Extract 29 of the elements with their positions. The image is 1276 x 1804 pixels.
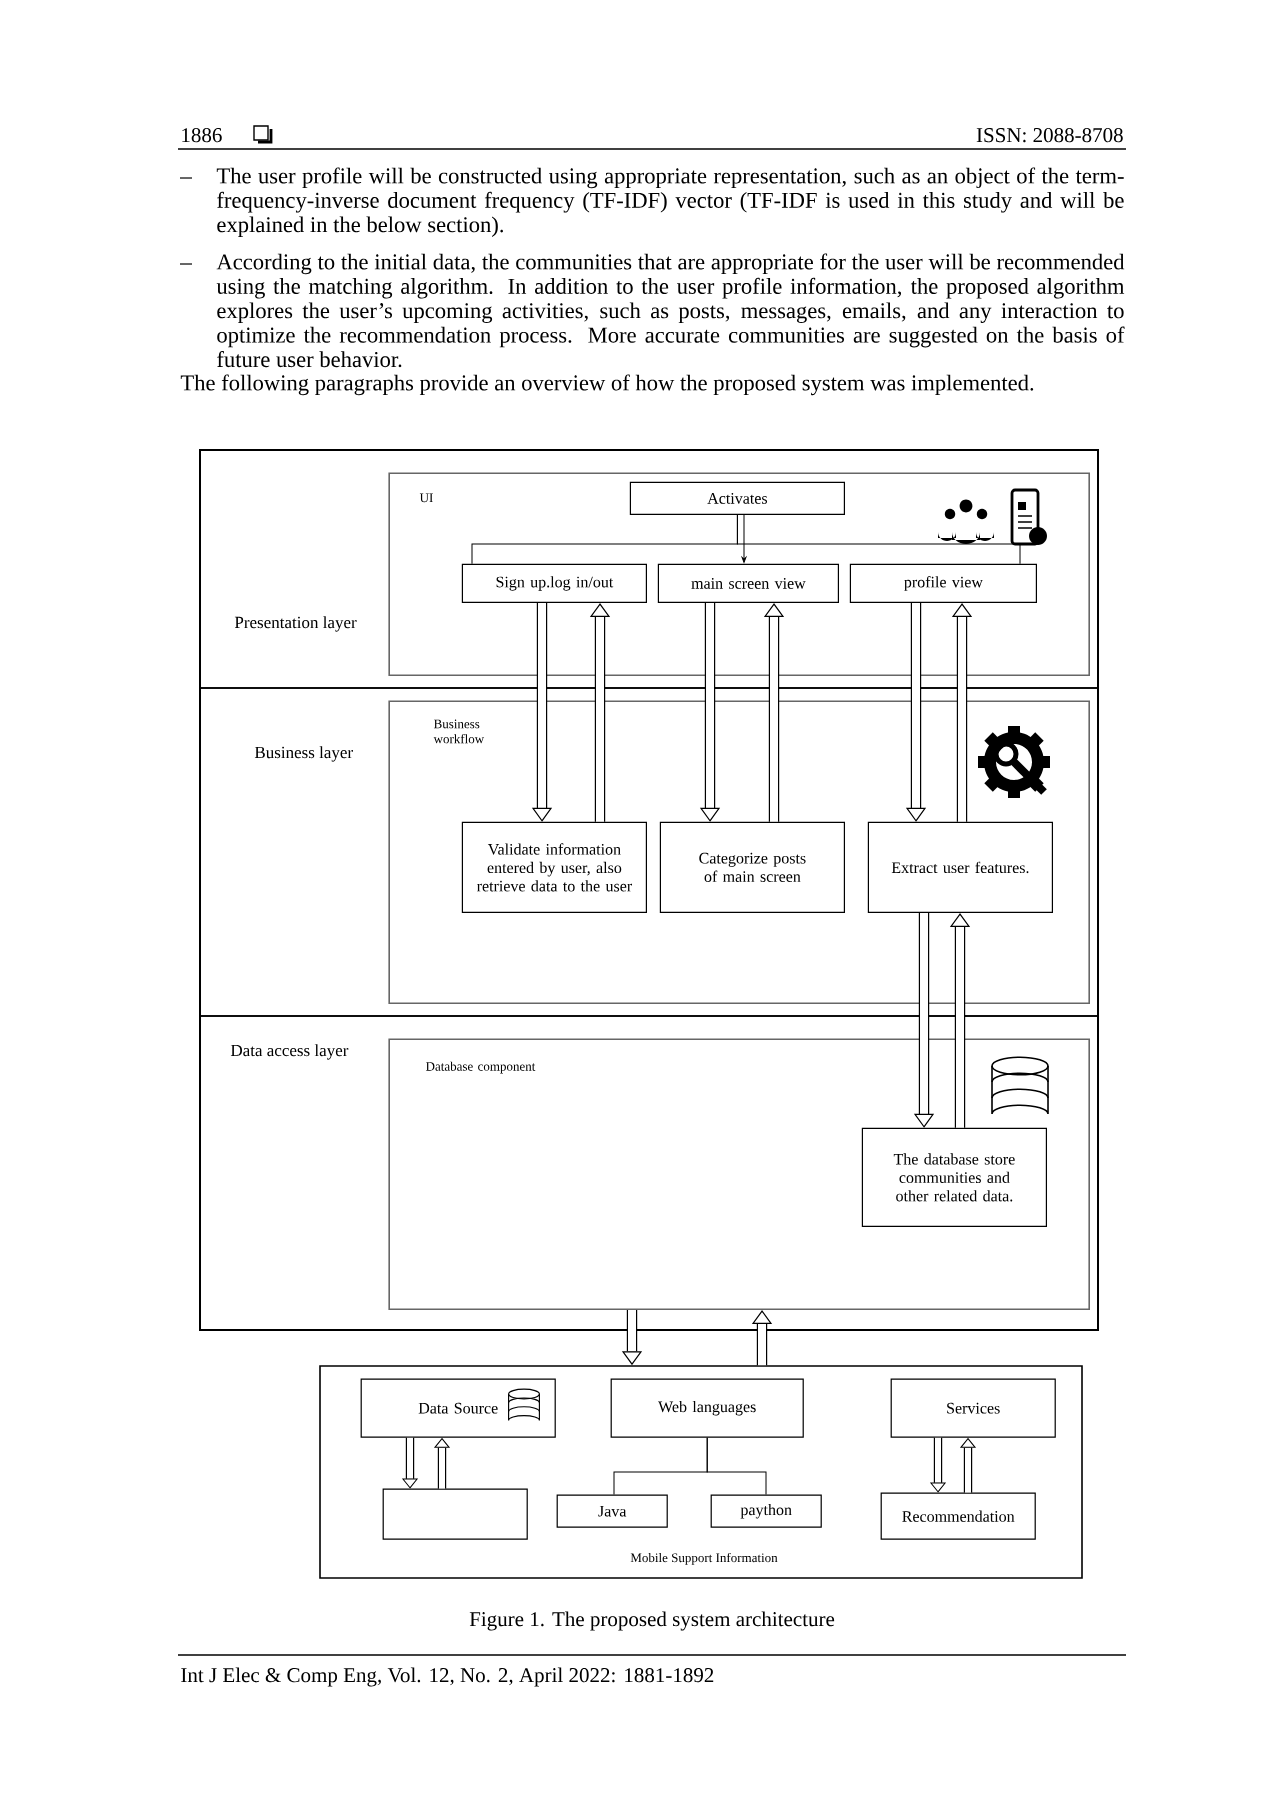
paragraph: The user profile will be constructed using appropriate representation, such as an object of the term-frequency-inverse document frequency (TF-IDF) vector (TF-IDF is used in this study and will be explained in the below section). bbox=[216, 167, 1124, 237]
block-arrow bbox=[402, 1437, 418, 1489]
process-box: Web languages bbox=[610, 1378, 804, 1438]
process-box: Categorize posts of main screen bbox=[659, 821, 845, 913]
page-number: 1886 bbox=[182, 128, 222, 143]
connector-line bbox=[706, 1437, 767, 1496]
paragraph: According to the initial data, the communities that are appropriate for the user will be recommended using the matching algorithm. In addition to the user profile information, the proposed algorithm explores the user’s upcoming activities, such as posts, messages, emails, and any interaction to optimize the recommendation process. More accurate communities are suggested on the basis of future user behavior. bbox=[216, 253, 1125, 368]
process-box: Java bbox=[556, 1494, 668, 1528]
process-box: Extract user features. bbox=[867, 821, 1053, 913]
process-box: The database store communities and other related data. bbox=[861, 1127, 1047, 1227]
process-box: Data Source bbox=[360, 1378, 556, 1438]
process-box: paython bbox=[710, 1494, 822, 1528]
process-box: Validate information entered by user, also retrieve data to the user bbox=[461, 821, 647, 913]
process-box: Recommendation bbox=[880, 1492, 1036, 1540]
process-box: Sign up.log in/out bbox=[461, 563, 647, 603]
caption: Figure 1. The proposed system architecture bbox=[469, 1611, 835, 1631]
process-box: main screen view bbox=[657, 563, 839, 603]
arrow bbox=[741, 514, 747, 563]
process-box: Services bbox=[890, 1378, 1056, 1438]
block-arrow bbox=[960, 1438, 976, 1493]
connector-line bbox=[736, 514, 1021, 565]
process-box: profile view bbox=[849, 563, 1037, 603]
block-arrow bbox=[434, 1438, 450, 1489]
issn: ISSN: 2088-8708 bbox=[976, 128, 1123, 143]
empty-box bbox=[382, 1488, 528, 1540]
paragraph: The following paragraphs provide an overview of how the proposed system was implemented. bbox=[180, 374, 1034, 396]
footer: Int J Elec & Comp Eng, Vol. 12, No. 2, April 2022: 1881-1892 bbox=[181, 1667, 714, 1687]
process-box: Activates bbox=[629, 481, 845, 515]
block-arrow bbox=[930, 1437, 946, 1493]
